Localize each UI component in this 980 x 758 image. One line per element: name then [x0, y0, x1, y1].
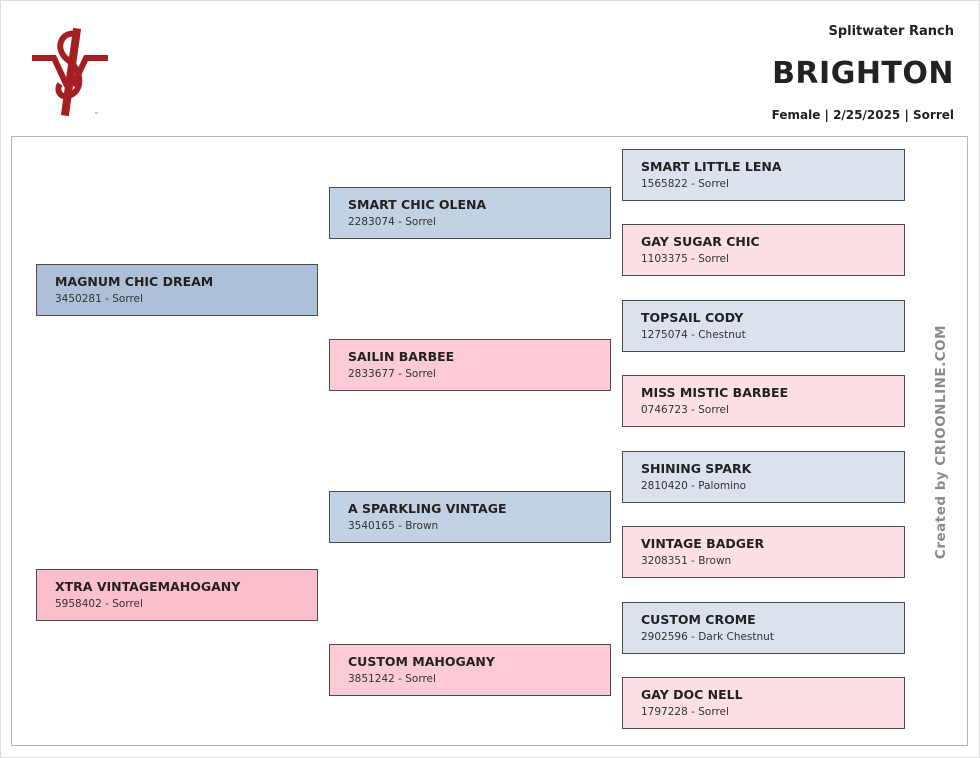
ancestor-name: VINTAGE BADGER: [641, 536, 765, 551]
ancestor-info: 2810420 - Palomino: [641, 480, 747, 492]
dam-sire-info: 3540165 - Brown: [348, 520, 439, 532]
ancestor-info: 1565822 - Sorrel: [641, 178, 729, 190]
ancestor-name: CUSTOM CROME: [641, 612, 756, 627]
ancestor-name: SMART LITTLE LENA: [641, 159, 782, 174]
dam-box[interactable]: XTRA VINTAGEMAHOGANY 5958402 - Sorrel: [36, 569, 318, 621]
dam-name: XTRA VINTAGEMAHOGANY: [55, 579, 241, 594]
pedigree-chart-frame: [11, 136, 968, 746]
ancestor-info: 2902596 - Dark Chestnut: [641, 631, 774, 643]
horse-name: BRIGHTON: [772, 56, 954, 91]
sire-info: 3450281 - Sorrel: [55, 293, 143, 305]
horse-details: Female | 2/25/2025 | Sorrel: [771, 108, 954, 122]
sire-sire-name: SMART CHIC OLENA: [348, 197, 487, 212]
ancestor-name: TOPSAIL CODY: [641, 310, 744, 325]
dam-sire-name: A SPARKLING VINTAGE: [348, 501, 507, 516]
ranch-name: Splitwater Ranch: [828, 24, 954, 39]
svg-text:™: ™: [94, 112, 99, 118]
sire-sire-sire-box[interactable]: SMART LITTLE LENA 1565822 - Sorrel: [622, 149, 905, 201]
dam-dam-dam-box[interactable]: GAY DOC NELL 1797228 - Sorrel: [622, 677, 905, 729]
sire-sire-dam-box[interactable]: GAY SUGAR CHIC 1103375 - Sorrel: [622, 224, 905, 276]
ranch-logo: ™: [32, 27, 108, 118]
ancestor-name: GAY SUGAR CHIC: [641, 234, 760, 249]
sire-dam-sire-box[interactable]: TOPSAIL CODY 1275074 - Chestnut: [622, 300, 905, 352]
sire-dam-name: SAILIN BARBEE: [348, 349, 455, 364]
dam-sire-dam-box[interactable]: VINTAGE BADGER 3208351 - Brown: [622, 526, 905, 578]
ancestor-info: 0746723 - Sorrel: [641, 404, 729, 416]
sire-dam-info: 2833677 - Sorrel: [348, 368, 436, 380]
sire-sire-box[interactable]: SMART CHIC OLENA 2283074 - Sorrel: [329, 187, 611, 239]
ancestor-name: SHINING SPARK: [641, 461, 752, 476]
ancestor-name: GAY DOC NELL: [641, 687, 743, 702]
ancestor-info: 1797228 - Sorrel: [641, 706, 729, 718]
dam-dam-box[interactable]: CUSTOM MAHOGANY 3851242 - Sorrel: [329, 644, 611, 696]
sire-sire-info: 2283074 - Sorrel: [348, 216, 436, 228]
dam-dam-name: CUSTOM MAHOGANY: [348, 654, 495, 669]
ancestor-info: 1275074 - Chestnut: [641, 329, 746, 341]
sire-dam-dam-box[interactable]: MISS MISTIC BARBEE 0746723 - Sorrel: [622, 375, 905, 427]
dam-sire-sire-box[interactable]: SHINING SPARK 2810420 - Palomino: [622, 451, 905, 503]
ancestor-name: MISS MISTIC BARBEE: [641, 385, 789, 400]
ancestor-info: 3208351 - Brown: [641, 555, 732, 567]
credit-text: Created by CRIOONLINE.COM: [933, 324, 949, 560]
sire-box[interactable]: MAGNUM CHIC DREAM 3450281 - Sorrel: [36, 264, 318, 316]
sire-name: MAGNUM CHIC DREAM: [55, 274, 214, 289]
sire-dam-box[interactable]: SAILIN BARBEE 2833677 - Sorrel: [329, 339, 611, 391]
dam-dam-info: 3851242 - Sorrel: [348, 673, 436, 685]
dam-dam-sire-box[interactable]: CUSTOM CROME 2902596 - Dark Chestnut: [622, 602, 905, 654]
dam-sire-box[interactable]: A SPARKLING VINTAGE 3540165 - Brown: [329, 491, 611, 543]
dam-info: 5958402 - Sorrel: [55, 598, 143, 610]
ancestor-info: 1103375 - Sorrel: [641, 253, 729, 265]
